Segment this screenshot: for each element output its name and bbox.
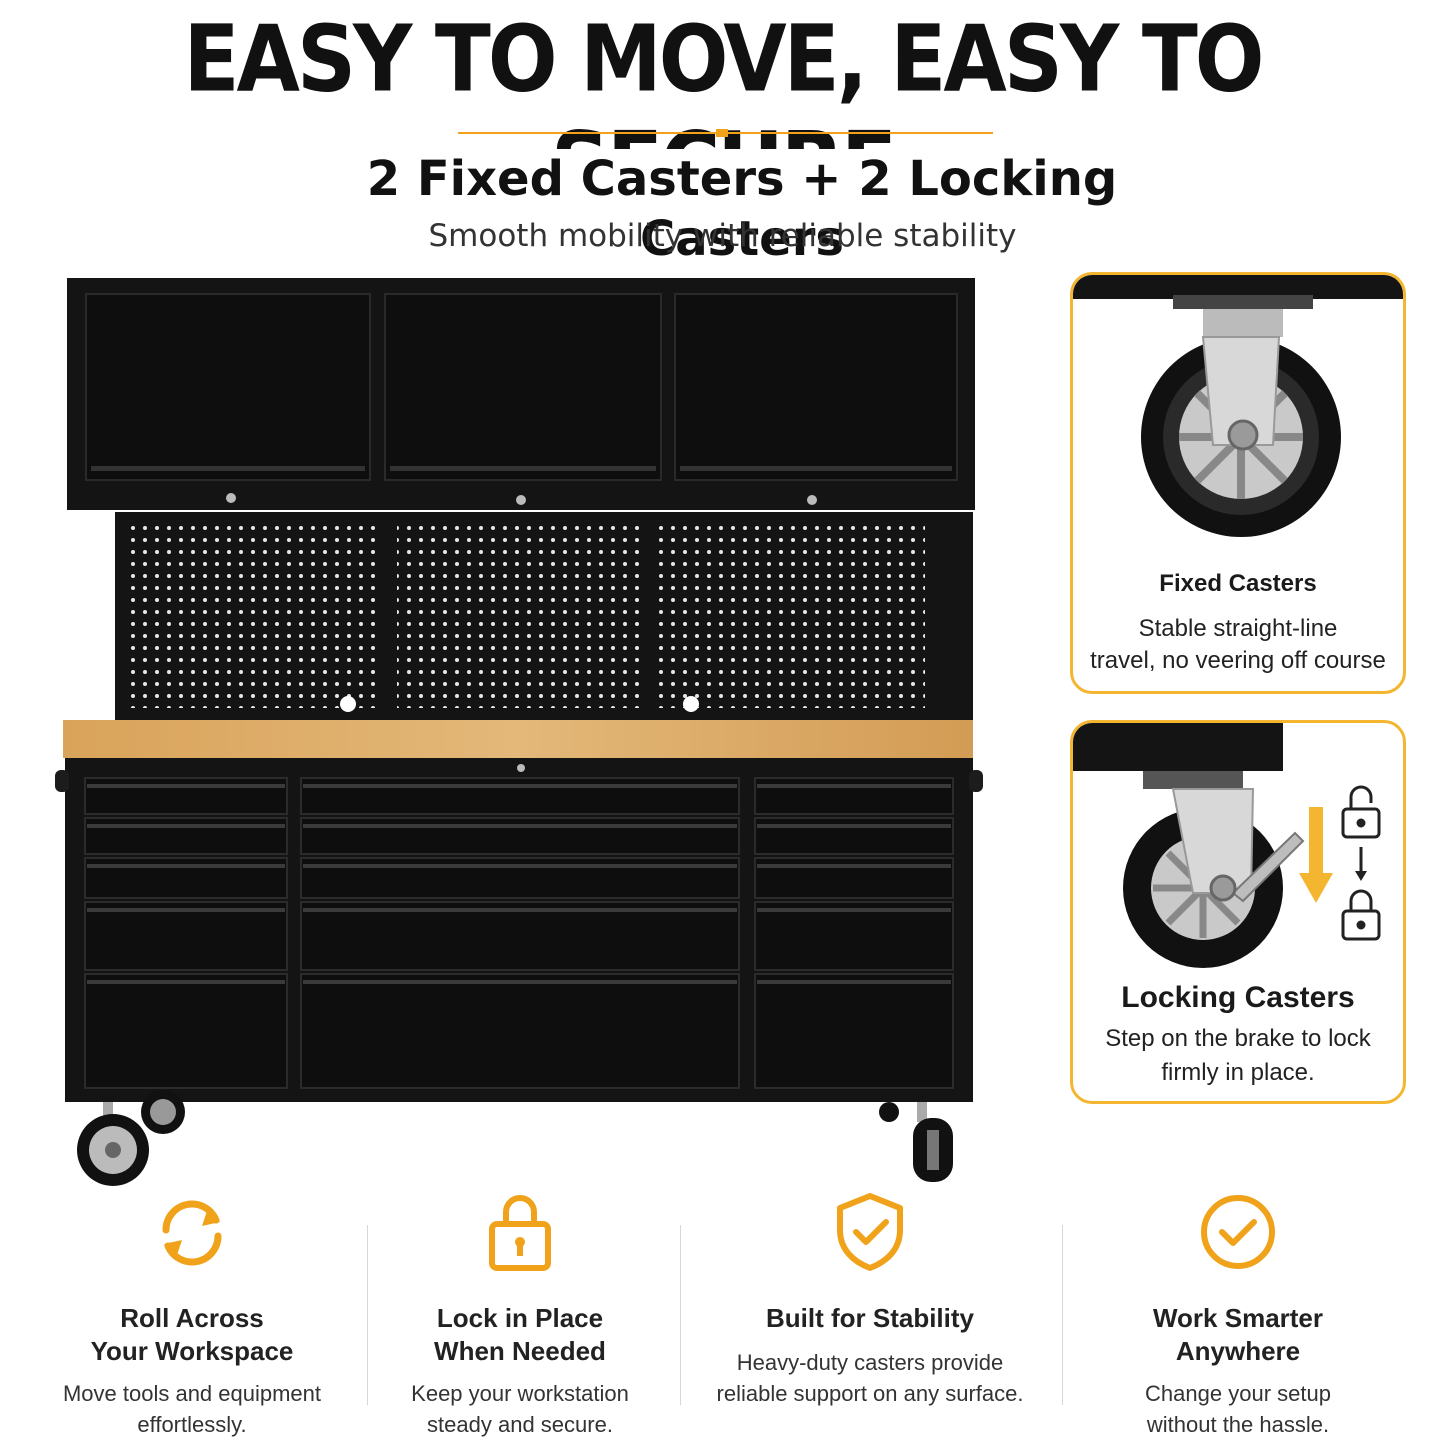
feature-built-for-stability: Built for Stability Heavy-duty casters p…: [710, 1190, 1030, 1409]
fixed-casters-callout: Fixed Casters Stable straight-line trave…: [1070, 272, 1406, 694]
circle-check-icon: [1201, 1195, 1275, 1269]
fixed-casters-desc-1: Stable straight-line: [1138, 615, 1338, 642]
caster-wheel-icon: [1073, 275, 1403, 537]
page-subtitle: 2 Fixed Casters + 2 Locking Casters: [268, 149, 1216, 267]
locking-caster-icon: [1073, 723, 1381, 968]
padlock-icon: [489, 1195, 551, 1271]
locking-casters-desc-1: Step on the brake to lock: [1105, 1025, 1371, 1052]
cabinet-casters: [77, 1090, 953, 1186]
feature-title-3: Built for Stability: [766, 1303, 974, 1333]
title-divider-accent: [716, 129, 728, 137]
tool-cabinet-image: [55, 278, 983, 1186]
locked-padlock-icon: [1341, 889, 1381, 941]
unlocked-padlock-icon: [1341, 785, 1381, 839]
locking-casters-title: Locking Casters: [1121, 981, 1355, 1014]
feature-divider: [1062, 1225, 1063, 1405]
locking-casters-callout: Locking Casters Step on the brake to loc…: [1070, 720, 1406, 1104]
page-tagline: Smooth mobility with reliable stability: [428, 218, 1017, 254]
pegboard: [115, 512, 973, 722]
wooden-worktop: [63, 720, 973, 758]
shield-check-icon: [837, 1193, 903, 1271]
fixed-casters-title: Fixed Casters: [1159, 570, 1317, 597]
arrow-down-icon: [1299, 807, 1333, 903]
fixed-casters-desc-2: travel, no veering off course: [1090, 647, 1386, 674]
locking-casters-desc-2: firmly in place.: [1161, 1059, 1315, 1086]
feature-divider: [680, 1225, 681, 1405]
feature-divider: [367, 1225, 368, 1405]
upper-cabinet: [67, 278, 975, 510]
base-cabinet: [55, 758, 983, 1102]
refresh-icon: [162, 1200, 222, 1266]
